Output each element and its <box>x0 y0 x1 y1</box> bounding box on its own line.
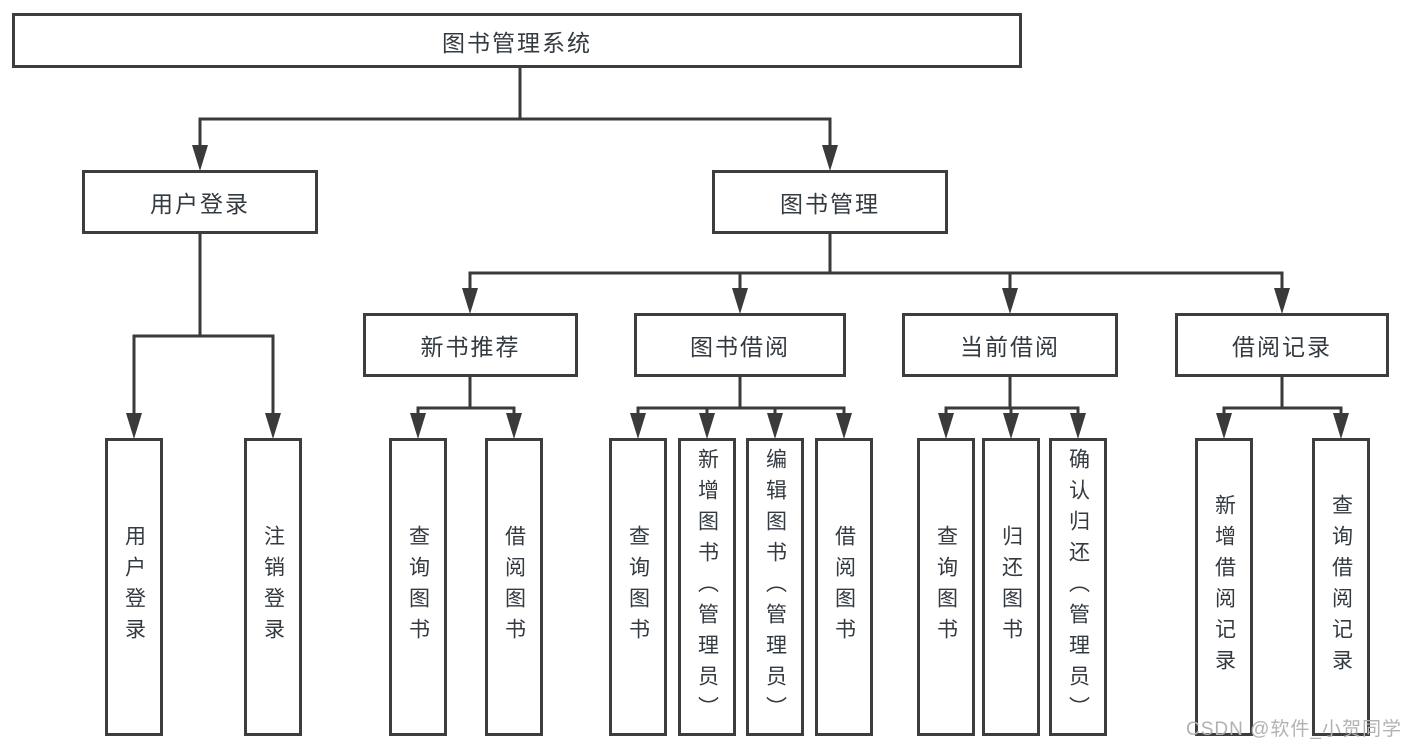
node-label: 查询图书 <box>406 525 430 649</box>
arrowhead <box>192 145 208 171</box>
node-label: 新增借阅记录 <box>1212 494 1236 680</box>
node-label: 确认归还（管理员） <box>1066 447 1090 727</box>
leaf-query-books: 查询图书 <box>917 438 975 736</box>
arrowhead <box>265 413 281 439</box>
node-label: 归还图书 <box>999 525 1023 649</box>
arrowhead <box>1274 288 1290 314</box>
node-label: 用户登录 <box>150 191 250 217</box>
node-label: 图书管理系统 <box>442 29 592 56</box>
leaf-user-login: 用户登录 <box>105 438 163 736</box>
arrowhead <box>410 413 426 439</box>
connector-newrec-to-leaves <box>416 377 516 430</box>
leaf-add-books-admin: 新增图书（管理员） <box>678 438 736 736</box>
leaf-query-books: 查询图书 <box>609 438 667 736</box>
arrowhead <box>767 413 783 439</box>
node-new-book-recommendation: 新书推荐 <box>363 313 578 377</box>
node-label: 查询图书 <box>934 525 958 649</box>
connector-root-to-level2 <box>198 68 832 165</box>
arrowhead <box>506 413 522 439</box>
node-label: 图书借阅 <box>690 334 790 360</box>
leaf-logout: 注销登录 <box>244 438 302 736</box>
arrowhead <box>1070 413 1086 439</box>
leaf-query-books: 查询图书 <box>389 438 447 736</box>
leaf-confirm-return-admin: 确认归还（管理员） <box>1049 438 1107 736</box>
arrowhead <box>126 413 142 439</box>
node-label: 新增图书（管理员） <box>695 447 719 727</box>
leaf-query-borrow-record: 查询借阅记录 <box>1312 438 1370 736</box>
node-label: 查询图书 <box>626 525 650 649</box>
node-current-borrowing: 当前借阅 <box>902 313 1118 377</box>
node-label: 用户登录 <box>122 525 146 649</box>
arrowhead <box>1216 413 1232 439</box>
leaf-add-borrow-record: 新增借阅记录 <box>1195 438 1253 736</box>
node-user-login: 用户登录 <box>82 170 318 234</box>
node-borrowing-records: 借阅记录 <box>1175 313 1389 377</box>
connector-records-to-leaves <box>1222 377 1343 430</box>
node-label: 借阅图书 <box>832 525 856 649</box>
node-book-borrowing: 图书借阅 <box>634 313 846 377</box>
arrowhead <box>836 413 852 439</box>
arrowhead <box>938 413 954 439</box>
node-label: 借阅记录 <box>1232 334 1332 360</box>
node-label: 编辑图书（管理员） <box>763 447 787 727</box>
node-label: 新书推荐 <box>420 334 521 360</box>
node-book-management: 图书管理 <box>712 170 948 234</box>
arrowhead <box>462 288 478 314</box>
leaf-borrow-books: 借阅图书 <box>485 438 543 736</box>
node-label: 当前借阅 <box>960 334 1060 360</box>
arrowhead <box>1003 413 1019 439</box>
node-label: 注销登录 <box>261 525 285 649</box>
arrowhead <box>732 288 748 314</box>
leaf-borrow-books: 借阅图书 <box>815 438 873 736</box>
connector-mgmt-to-level3 <box>468 234 1284 306</box>
leaf-edit-books-admin: 编辑图书（管理员） <box>746 438 804 736</box>
leaf-return-books: 归还图书 <box>982 438 1040 736</box>
connector-borrow-to-leaves <box>636 377 846 430</box>
csdn-watermark: CSDN @软件_小贺同学 <box>1186 719 1402 740</box>
node-label: 借阅图书 <box>502 525 526 649</box>
arrowhead <box>630 413 646 439</box>
arrowhead <box>822 145 838 171</box>
node-library-management-system: 图书管理系统 <box>12 13 1022 68</box>
connector-login-to-leaves <box>132 234 275 430</box>
node-label: 查询借阅记录 <box>1329 494 1353 680</box>
node-label: 图书管理 <box>780 191 880 217</box>
arrowhead <box>1333 413 1349 439</box>
arrowheads <box>126 145 1349 439</box>
arrowhead <box>1002 288 1018 314</box>
arrowhead <box>699 413 715 439</box>
